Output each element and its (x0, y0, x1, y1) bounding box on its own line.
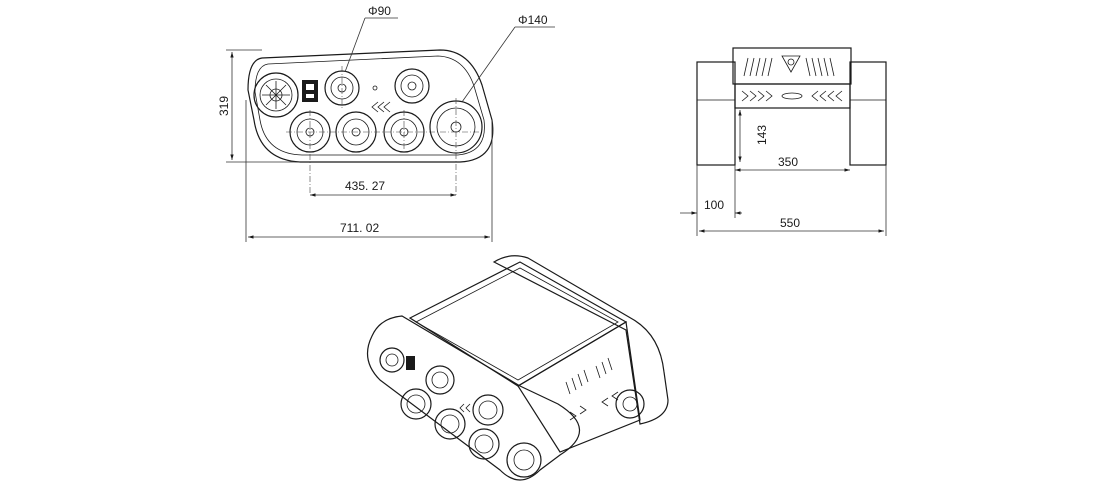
upper-road-wheel-2 (394, 68, 430, 104)
track-outline (247, 49, 494, 163)
iso-wheels (379, 347, 645, 478)
body-upper (732, 47, 852, 85)
track-width-label: 100 (704, 198, 724, 212)
left-track-iso (366, 315, 581, 481)
small-wheel-dia-label: Φ90 (368, 4, 391, 18)
idler-sprocket (253, 72, 299, 118)
upper-vent-slots (743, 55, 835, 77)
lower-chevron-marks (741, 90, 843, 102)
drive-wheel-dia-label: Φ140 (518, 13, 548, 27)
length-dim-label: 711. 02 (340, 221, 379, 235)
total-width-label: 550 (780, 216, 800, 230)
ground-clearance-label: 143 (755, 125, 769, 145)
isometric-view (366, 255, 669, 481)
left-track (696, 61, 736, 166)
inner-width-label: 350 (778, 155, 798, 169)
top-plate (408, 261, 628, 387)
chevron-marks (371, 85, 391, 113)
side-view: Φ90 Φ140 319 435. 27 711. 02 (217, 4, 555, 242)
body-lower (734, 83, 851, 109)
height-dim-label: 319 (217, 96, 231, 116)
right-track (849, 61, 887, 166)
front-vents-iso (565, 357, 619, 421)
front-view: 143 350 100 550 (680, 47, 887, 236)
right-track-iso (492, 255, 669, 425)
wheelbase-dim-label: 435. 27 (345, 179, 385, 193)
front-face (517, 321, 641, 453)
logo-mark (302, 80, 318, 102)
